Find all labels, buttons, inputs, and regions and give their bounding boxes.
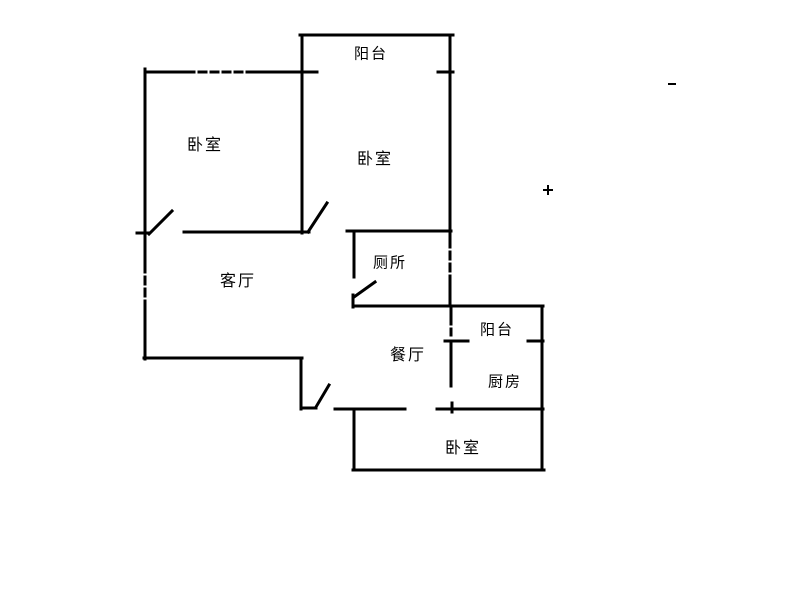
stray-mark-plus [543, 185, 553, 195]
door-swing-toilet [351, 279, 378, 300]
room-label-balcony-top: 阳台 [353, 44, 389, 63]
door-swing-bedroom-left [146, 208, 175, 237]
room-label-bedroom-top-left: 卧室 [186, 135, 224, 154]
room-label-dining-room: 餐厅 [389, 345, 427, 364]
room-label-balcony-right: 阳台 [479, 320, 515, 339]
room-label-kitchen: 厨房 [487, 372, 523, 391]
room-label-bedroom-bottom: 卧室 [444, 438, 482, 457]
door-swing-entry [313, 382, 332, 410]
room-label-living-room: 客厅 [219, 271, 257, 290]
room-label-toilet: 厕所 [372, 253, 408, 272]
door-swing-bedroom-right [305, 200, 330, 235]
room-label-bedroom-top-right: 卧室 [356, 149, 394, 168]
